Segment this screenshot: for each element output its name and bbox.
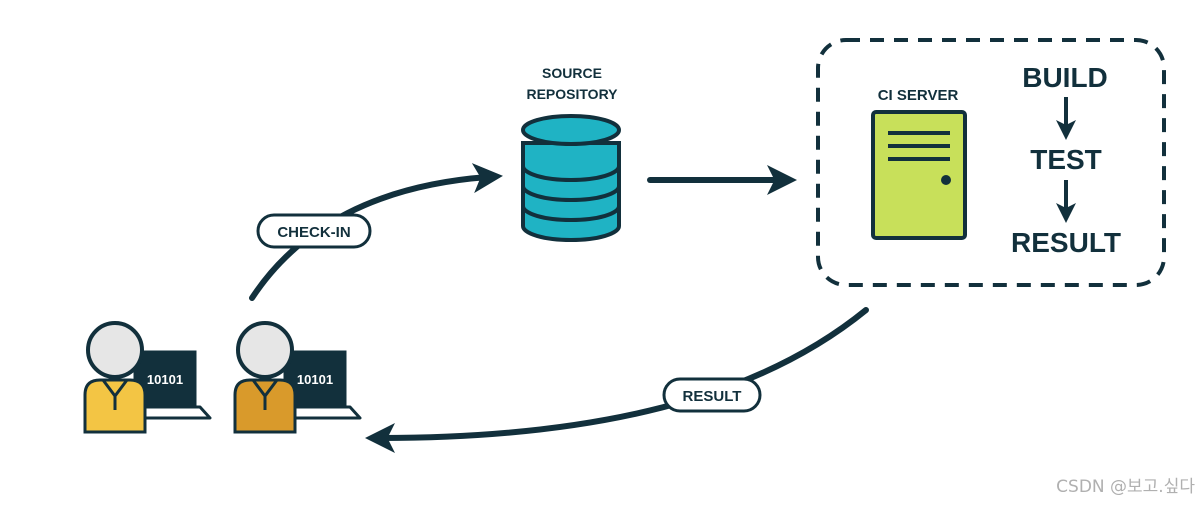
laptop-screen-text: 10101 [147, 372, 183, 387]
repo-label-line1: SOURCE [542, 65, 602, 81]
developer-2: 10101 [233, 321, 362, 434]
watermark: CSDN @보고.싶다 [1056, 477, 1195, 497]
result-pill [662, 377, 762, 413]
laptop-screen-text: 10101 [297, 372, 333, 387]
database-icon [521, 114, 621, 242]
check-in-arrow [249, 163, 503, 301]
person-head [86, 321, 144, 379]
person-head [236, 321, 294, 379]
ci-server-group-box [816, 38, 1166, 287]
server-body [871, 110, 967, 240]
pipeline-step-result: RESULT [1011, 227, 1121, 258]
check-in-label: CHECK-IN [277, 224, 350, 241]
ci-server-label: CI SERVER [878, 87, 959, 104]
server-power-led [941, 175, 951, 185]
laptop-icon: 10101 [120, 350, 212, 420]
server-icon [871, 110, 967, 240]
check-in-pill [256, 213, 372, 249]
pipeline-step-test: TEST [1030, 144, 1102, 175]
result-arrow [365, 307, 869, 453]
pipeline-step-build: BUILD [1022, 62, 1108, 93]
result-label: RESULT [683, 388, 742, 405]
repo-label-line2: REPOSITORY [526, 86, 618, 102]
developer-1: 10101 [83, 321, 212, 434]
